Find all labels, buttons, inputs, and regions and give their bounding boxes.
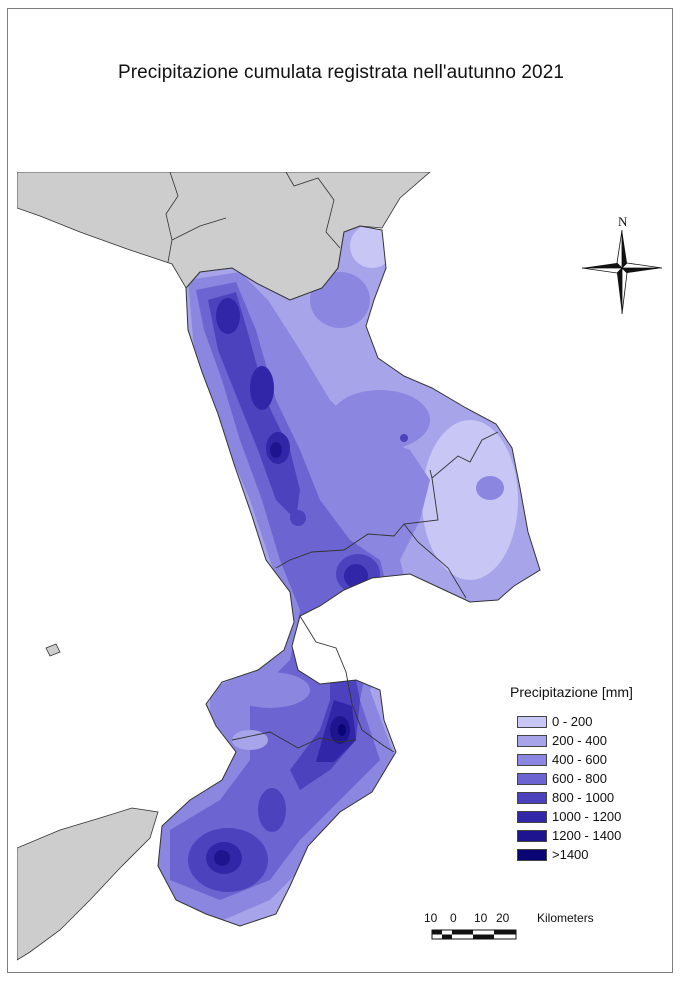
legend-item: 800 - 1000 (517, 788, 621, 807)
legend-swatch (517, 753, 547, 766)
neighbor-border (165, 172, 341, 263)
legend-swatch (517, 848, 547, 861)
scale-tick-label: 10 (424, 911, 438, 925)
north-label: N (618, 214, 628, 229)
scale-unit-label: Kilometers (537, 911, 594, 925)
legend-swatch (517, 829, 547, 842)
legend-label: 200 - 400 (552, 733, 607, 748)
province-borders (231, 431, 499, 753)
legend-item: 1200 - 1400 (517, 826, 621, 845)
map-title: Precipitazione cumulata registrata nell'… (117, 62, 565, 83)
aeolian-island (45, 643, 61, 657)
scale-bar (431, 929, 517, 940)
legend-swatch (517, 734, 547, 747)
legend-label: 0 - 200 (552, 714, 593, 729)
legend-item: 0 - 200 (517, 712, 621, 731)
legend-label: 600 - 800 (552, 771, 607, 786)
scale-tick-label: 10 (474, 911, 488, 925)
sicily-land (17, 807, 159, 961)
legend-item: 600 - 800 (517, 769, 621, 788)
legend-label: 400 - 600 (552, 752, 607, 767)
legend-title: Precipitazione [mm] (510, 684, 633, 700)
precipitation-field (158, 226, 540, 926)
legend-item: 200 - 400 (517, 731, 621, 750)
legend: 0 - 200 200 - 400 400 - 600 600 - 800 80… (517, 712, 621, 864)
legend-item: 1000 - 1200 (517, 807, 621, 826)
scale-tick-label: 0 (450, 911, 457, 925)
legend-label: >1400 (552, 847, 589, 862)
legend-item: >1400 (517, 845, 621, 864)
legend-label: 800 - 1000 (552, 790, 615, 805)
legend-item: 400 - 600 (517, 750, 621, 769)
legend-label: 1200 - 1400 (552, 828, 622, 843)
legend-label: 1000 - 1200 (552, 809, 622, 824)
legend-swatch (517, 810, 547, 823)
legend-swatch (517, 715, 547, 728)
legend-swatch (517, 791, 547, 804)
compass-icon (581, 229, 663, 315)
scale-tick-label: 20 (496, 911, 510, 925)
legend-swatch (517, 772, 547, 785)
